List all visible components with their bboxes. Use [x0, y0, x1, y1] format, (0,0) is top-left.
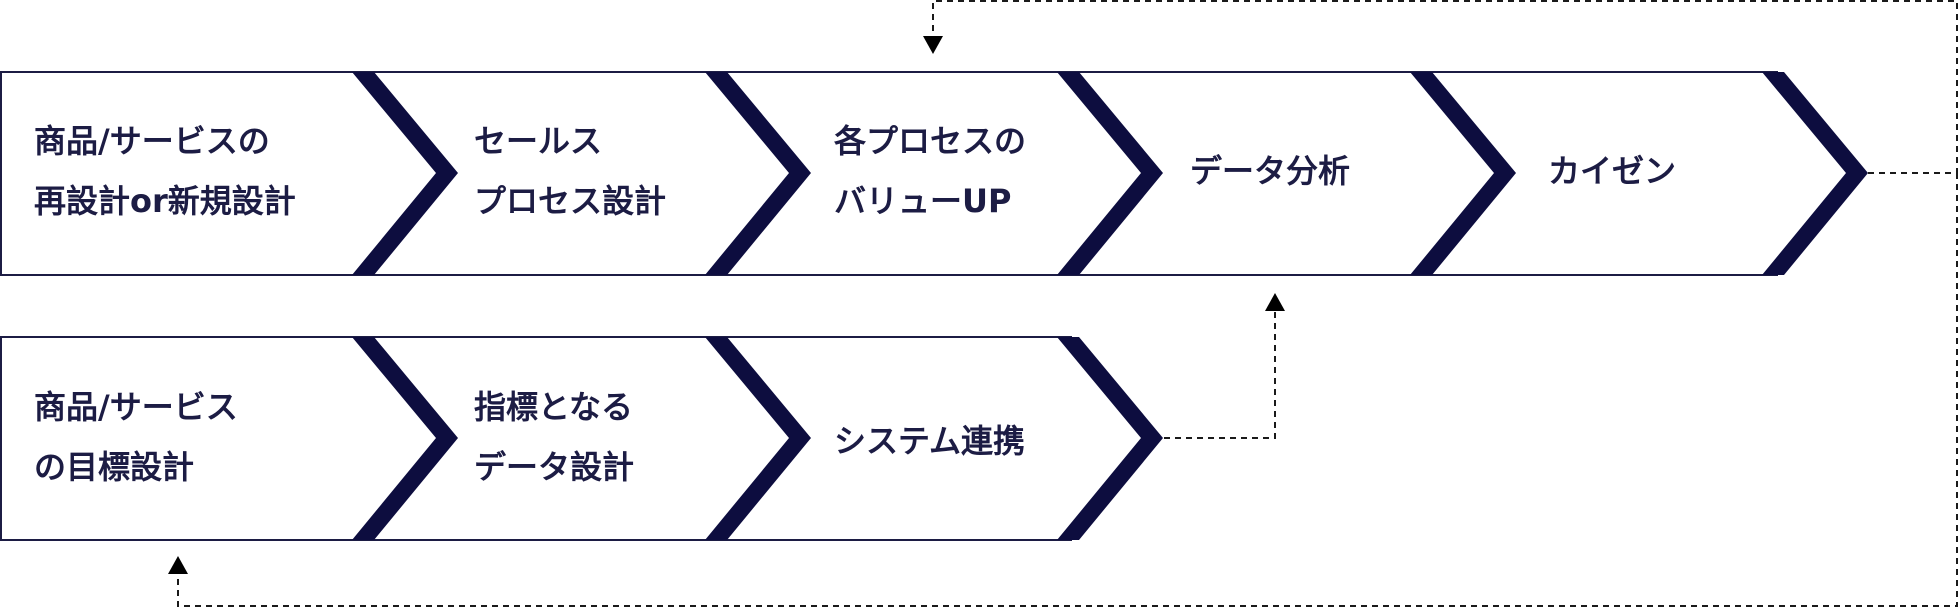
chevron-tip-row2: [1060, 337, 1164, 540]
step-kaizen: カイゼン: [1548, 152, 1676, 190]
step-process-value-up: 各プロセスの バリューUP: [834, 122, 1037, 220]
row1-frame: [0, 71, 1778, 276]
chevron-divider-2-3: [1057, 337, 1163, 540]
arrow-down-icon: [923, 36, 943, 54]
step-target-design: 商品/サービス の目標設計: [34, 388, 249, 486]
chevron-divider-2-1: [352, 337, 458, 540]
chevron-divider-1-3: [1057, 72, 1163, 275]
connector-kaizen-to-value-up: [932, 0, 1958, 174]
chevron-divider-1-4: [1410, 72, 1516, 275]
row2-frame: [0, 336, 1072, 541]
chevron-divider-1-5: [1762, 72, 1868, 275]
connector-kaizen-to-target-design: [177, 173, 1958, 607]
chevron-divider-2-2: [705, 337, 811, 540]
arrow-up-icon: [168, 556, 188, 574]
connector-system-to-analysis: [1164, 308, 1276, 439]
step-redesign-product: 商品/サービスの 再設計or新規設計: [34, 122, 296, 220]
step-kpi-data-design: 指標となる データ設計: [474, 388, 644, 486]
chevron-divider-1-1: [352, 72, 458, 275]
step-system-integration: システム連携: [834, 422, 1025, 460]
arrow-up-icon: [1265, 293, 1285, 311]
step-sales-process-design: セールス プロセス設計: [474, 122, 666, 220]
chevron-tip-row1: [1770, 72, 1868, 275]
chevron-divider-1-2: [705, 72, 811, 275]
step-data-analysis: データ分析: [1190, 152, 1350, 190]
